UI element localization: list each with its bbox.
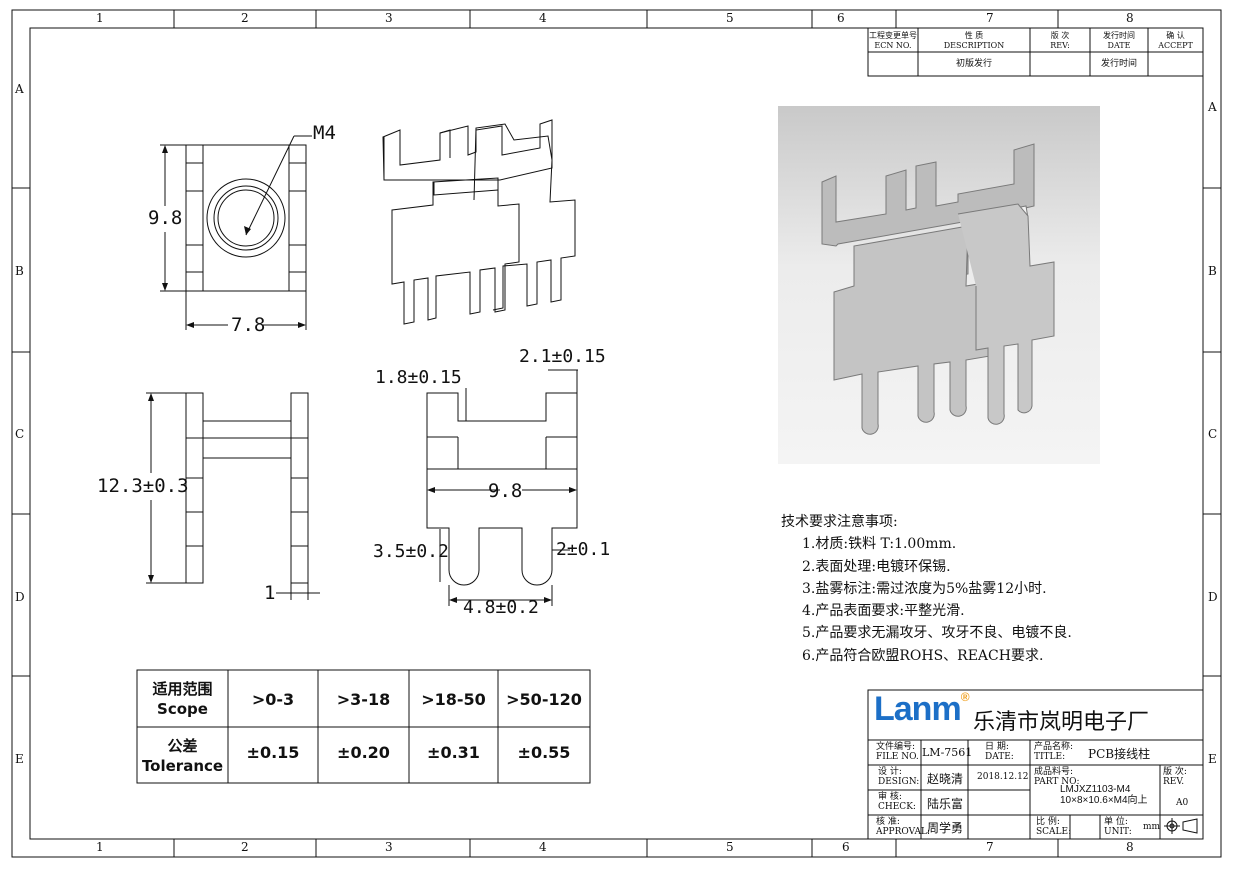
dim-thickness-1: 1 bbox=[264, 582, 276, 604]
note-item: 1.材质:铁料 T:1.00mm. bbox=[802, 536, 957, 552]
tol-range-cell: >50-120 bbox=[506, 690, 582, 709]
tol-value-cell: ±0.55 bbox=[517, 743, 571, 762]
grid-col-5-bottom: 5 bbox=[726, 840, 734, 854]
dim-width-7-8: 7.8 bbox=[231, 314, 266, 336]
unit-label: 单 位:UNIT: bbox=[1104, 817, 1132, 837]
grid-col-5: 5 bbox=[726, 11, 734, 25]
dim-2: 2±0.1 bbox=[556, 539, 611, 560]
outer-frame bbox=[11, 9, 1222, 858]
design-label: 设 计:DESIGN: bbox=[878, 767, 920, 787]
grid-col-4-bottom: 4 bbox=[539, 840, 547, 854]
grid-row-d-right: D bbox=[1208, 590, 1218, 604]
file-no-value: LM-7561 bbox=[922, 746, 973, 759]
approval-label: 核 准:APPROVAL: bbox=[876, 817, 931, 837]
rev-row-date: 发行时间 bbox=[1100, 59, 1137, 69]
dim-m4: M4 bbox=[313, 122, 336, 144]
dim-4-8: 4.8±0.2 bbox=[463, 597, 539, 618]
isometric-view bbox=[382, 119, 576, 325]
inner-frame bbox=[29, 27, 1204, 840]
grid-row-c-right: C bbox=[1208, 427, 1218, 441]
note-item: 6.产品符合欧盟ROHS、REACH要求. bbox=[802, 648, 1044, 664]
column-ticks bbox=[173, 10, 1059, 857]
tol-range-cell: >0-3 bbox=[251, 690, 295, 709]
part-no-label: 成品料号:PART NO: bbox=[1034, 767, 1080, 787]
note-item: 3.盐雾标注:需过浓度为5%盐雾12小时. bbox=[802, 581, 1047, 597]
date-value: 2018.12.12 bbox=[977, 772, 1029, 782]
scale-label: 比 例:SCALE: bbox=[1036, 817, 1072, 837]
top-view bbox=[160, 135, 312, 330]
grid-col-7-bottom: 7 bbox=[986, 840, 994, 854]
grid-col-8-bottom: 8 bbox=[1126, 840, 1134, 854]
grid-row-c: C bbox=[15, 427, 25, 441]
rev-value: A0 bbox=[1176, 798, 1189, 808]
dim-3-5: 3.5±0.2 bbox=[373, 541, 449, 562]
tol-range-cell: >18-50 bbox=[421, 690, 486, 709]
rev-row-description: 初版发行 bbox=[955, 59, 992, 69]
tolerance-table-grid bbox=[136, 669, 591, 784]
designer-value: 赵晓清 bbox=[927, 772, 964, 786]
grid-col-1: 1 bbox=[96, 11, 104, 25]
side-view bbox=[146, 392, 320, 600]
dimension-arrows bbox=[148, 145, 577, 603]
grid-col-4: 4 bbox=[539, 11, 547, 25]
company-name: 乐清市岚明电子厂 bbox=[973, 710, 1150, 735]
grid-row-b: B bbox=[15, 264, 24, 278]
grid-row-b-right: B bbox=[1208, 264, 1217, 278]
grid-row-e: E bbox=[15, 752, 24, 766]
dim-width-9-8: 9.8 bbox=[488, 480, 523, 502]
row-ticks bbox=[12, 187, 1221, 677]
checker-value: 陆乐富 bbox=[927, 797, 964, 811]
dim-2-1: 2.1±0.15 bbox=[519, 346, 606, 367]
tol-value-cell: ±0.31 bbox=[427, 743, 480, 762]
grid-row-e-right: E bbox=[1208, 752, 1217, 766]
company-logo: Lanm® bbox=[874, 690, 970, 728]
check-label: 审 核:CHECK: bbox=[878, 792, 916, 812]
dim-height-9-8: 9.8 bbox=[148, 207, 183, 229]
grid-col-7: 7 bbox=[986, 11, 994, 25]
grid-col-6-bottom: 6 bbox=[842, 840, 850, 854]
tol-value-cell: ±0.20 bbox=[337, 743, 390, 762]
dim-height-12-3: 12.3±0.3 bbox=[97, 475, 189, 497]
grid-row-a-right: A bbox=[1208, 100, 1217, 114]
approver-value: 周学勇 bbox=[927, 821, 964, 835]
grid-col-1-bottom: 1 bbox=[96, 840, 104, 854]
projection-symbol-icon bbox=[1164, 818, 1198, 834]
tol-value-cell: ±0.15 bbox=[246, 743, 300, 762]
grid-col-6: 6 bbox=[837, 11, 845, 25]
product-name-label: 产品名称:TITLE: bbox=[1034, 742, 1074, 762]
grid-col-3: 3 bbox=[385, 11, 393, 25]
date-label: 日 期:DATE: bbox=[985, 742, 1014, 762]
rev-label: 版 次:REV. bbox=[1163, 767, 1187, 787]
dim-1-8: 1.8±0.15 bbox=[375, 367, 462, 388]
notes-title: 技术要求注意事项: bbox=[781, 514, 898, 530]
title-block-grid bbox=[867, 689, 1204, 840]
3d-render bbox=[778, 106, 1100, 464]
note-item: 2.表面处理:电镀环保锡. bbox=[802, 559, 951, 575]
file-no-label: 文件编号:FILE NO. bbox=[876, 742, 919, 762]
product-name-value: PCB接线柱 bbox=[1088, 747, 1151, 761]
tol-range-cell: >3-18 bbox=[336, 690, 391, 709]
3d-render-part bbox=[821, 143, 1055, 435]
unit-value: mm bbox=[1143, 822, 1161, 832]
grid-col-3-bottom: 3 bbox=[385, 840, 393, 854]
grid-row-d: D bbox=[15, 590, 25, 604]
note-item: 5.产品要求无漏攻牙、攻牙不良、电镀不良. bbox=[802, 625, 1072, 641]
revision-block bbox=[867, 27, 1204, 77]
front-view bbox=[426, 369, 578, 606]
grid-col-2: 2 bbox=[241, 11, 249, 25]
grid-col-8: 8 bbox=[1126, 11, 1134, 25]
note-item: 4.产品表面要求:平整光滑. bbox=[802, 603, 965, 619]
grid-row-a: A bbox=[15, 82, 24, 96]
grid-col-2-bottom: 2 bbox=[241, 840, 249, 854]
